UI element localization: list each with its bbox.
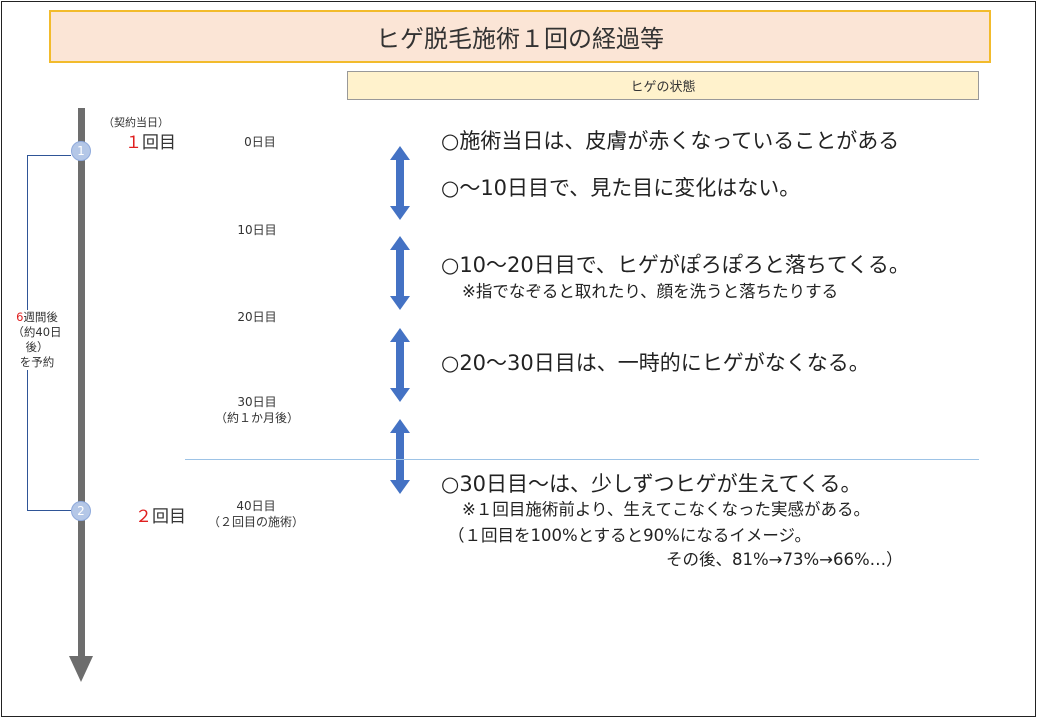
booking-bracket-label: 6週間後 （約40日後） を予約 [3, 310, 71, 370]
day-label-40-line1: 40日目 [236, 499, 276, 513]
bracket-line2: （約40日後） [12, 325, 62, 354]
state-header: ヒゲの状態 [347, 71, 979, 100]
timeline-axis [78, 108, 85, 658]
period-arrows [390, 146, 410, 494]
visit-node-2: 2 [71, 501, 91, 521]
day-label-10: 10日目 [237, 223, 277, 237]
period-arrow-10-20-icon [390, 236, 410, 310]
day-label-30-line2: （約１か月後） [214, 411, 299, 425]
description-day10-20-note: ※指でなぞると取れたり、顔を洗うと落ちたりする [462, 282, 839, 301]
period-arrow-20-30-icon [390, 328, 410, 402]
visit-number-1: １ [125, 133, 142, 153]
description-day10-20: ○10～20日目で、ヒゲがぽろぽろと落ちてくる。 [441, 253, 910, 277]
day-label-30-line1: 30日目 [237, 395, 277, 409]
period-arrow-0-10-icon [390, 146, 410, 220]
description-day30-note1: ※１回目施術前より、生えてこなくなった実感がある。 [462, 500, 871, 519]
description-day30-note3: その後、81%→73%→66%…） [666, 550, 903, 569]
visit-label-2: ２回目 [135, 502, 186, 527]
timeline-arrow-icon [69, 656, 93, 682]
day-label-30: 30日目 （約１か月後） [207, 394, 307, 426]
visit-label-1: １回目 [125, 128, 176, 153]
visit-number-2: ２ [135, 507, 152, 527]
weeks-text: 週間後 [23, 310, 58, 324]
description-day0: ○施術当日は、皮膚が赤くなっていることがある [441, 129, 900, 153]
contract-day-note: （契約当日） [103, 116, 169, 129]
description-day30-note2: （１回目を100%とすると90%になるイメージ。 [448, 526, 812, 545]
page-title: ヒゲ脱毛施術１回の経過等 [49, 10, 991, 63]
description-day0-10: ○～10日目で、見た目に変化はない。 [441, 176, 801, 200]
visit-suffix-2: 回目 [152, 507, 186, 527]
period-arrow-30-40-icon [390, 419, 410, 494]
weeks-number: 6 [16, 310, 24, 324]
period-divider [185, 459, 979, 460]
visit-node-1: 1 [71, 141, 91, 161]
day-label-40: 40日目 （２回目の施術） [200, 498, 312, 530]
day-label-20: 20日目 [237, 310, 277, 324]
description-day30: ○30日目～は、少しずつヒゲが生えてくる。 [441, 472, 862, 496]
visit-suffix-1: 回目 [142, 133, 176, 153]
description-day20-30: ○20～30日目は、一時的にヒゲがなくなる。 [441, 351, 870, 375]
day-label-0: 0日目 [244, 135, 276, 149]
bracket-line3: を予約 [19, 355, 55, 369]
day-label-40-line2: （２回目の施術） [207, 515, 304, 529]
